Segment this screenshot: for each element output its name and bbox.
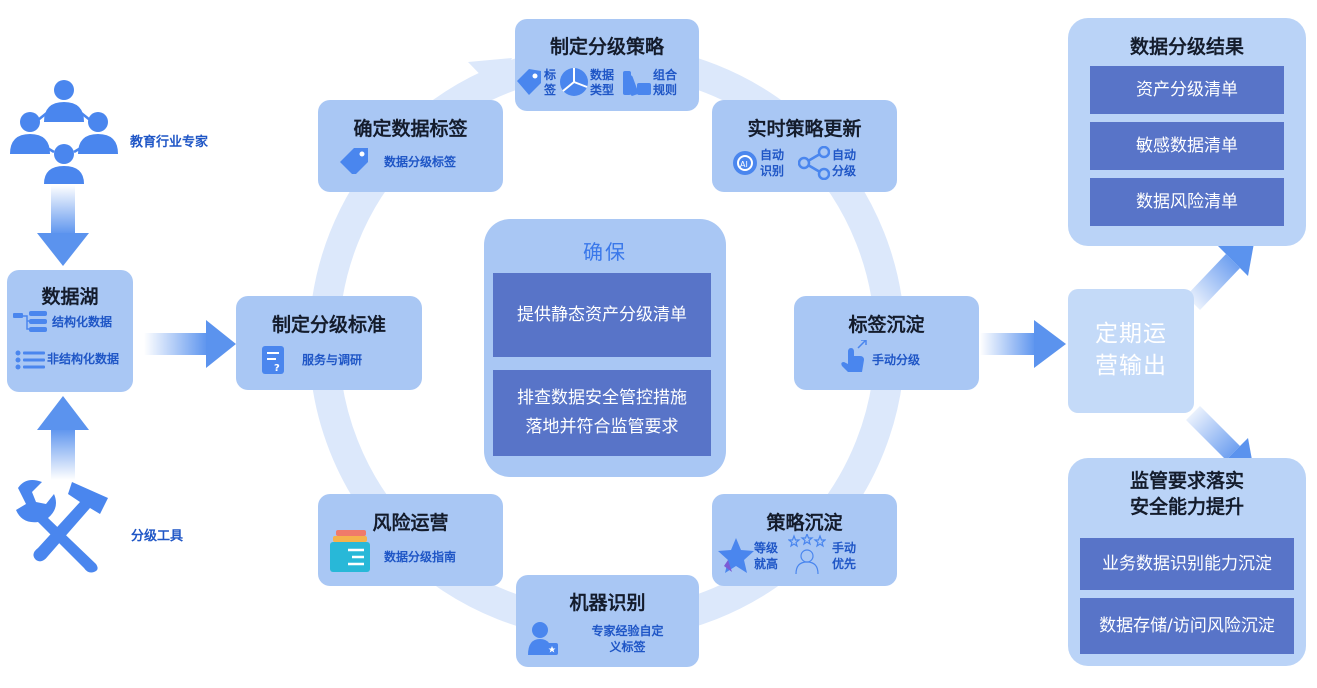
output-line1: 定期运 bbox=[1095, 321, 1167, 347]
regulation-title-line2: 安全能力提升 bbox=[1129, 496, 1244, 518]
ensure-item-2-line2: 落地并符合监管要求 bbox=[525, 417, 679, 437]
ensure-panel: 确保 提供静态资产分级清单 排查数据安全管控措施 落地并符合监管要求 bbox=[484, 219, 726, 477]
results-item-1: 资产分级清单 bbox=[1090, 66, 1284, 114]
experts-icon bbox=[10, 80, 118, 184]
results-item-3: 数据风险清单 bbox=[1090, 178, 1284, 226]
output-box: 定期运 营输出 bbox=[1068, 289, 1194, 413]
pie-chart-icon bbox=[560, 68, 588, 96]
structured-data-icon bbox=[13, 311, 47, 332]
deposit-sub: 手动分级 bbox=[872, 353, 921, 367]
ensure-item-2: 排查数据安全管控措施 落地并符合监管要求 bbox=[493, 370, 711, 456]
arrow-down bbox=[37, 185, 89, 266]
tools-label: 分级工具 bbox=[131, 529, 184, 544]
user-stars-icon bbox=[788, 534, 826, 574]
arrow-up bbox=[37, 396, 89, 480]
guide-stack-icon bbox=[330, 530, 370, 572]
strategy-title: 策略沉淀 bbox=[766, 512, 843, 534]
risk-box: 风险运营 数据分级指南 bbox=[318, 494, 503, 586]
ensure-item-2-line1: 排查数据安全管控措施 bbox=[517, 388, 687, 408]
update-item-1-line1: 自动 bbox=[760, 148, 785, 162]
machine-sub-line2: 义标签 bbox=[609, 640, 646, 654]
policy-item-1-line2: 签 bbox=[544, 83, 557, 97]
deposit-title: 标签沉淀 bbox=[848, 314, 925, 336]
risk-sub: 数据分级指南 bbox=[384, 550, 457, 564]
cycle-arrowhead bbox=[468, 58, 512, 92]
results-panel: 数据分级结果 资产分级清单 敏感数据清单 数据风险清单 bbox=[1068, 18, 1306, 246]
update-item-1-line2: 识别 bbox=[760, 164, 785, 178]
tag-sub: 数据分级标签 bbox=[384, 155, 457, 169]
experts-label: 教育行业专家 bbox=[130, 135, 209, 150]
tag-box: 确定数据标签 数据分级标签 bbox=[318, 100, 503, 192]
risk-title: 风险运营 bbox=[372, 512, 449, 534]
document-question-icon: ? bbox=[262, 346, 284, 374]
svg-text:AI: AI bbox=[740, 160, 748, 169]
output-line2: 营输出 bbox=[1095, 353, 1167, 379]
standard-title: 制定分级标准 bbox=[271, 314, 386, 336]
results-item-2: 敏感数据清单 bbox=[1090, 122, 1284, 170]
structured-data-label: 结构化数据 bbox=[52, 315, 113, 329]
ensure-title: 确保 bbox=[583, 240, 627, 264]
tag-icon bbox=[517, 69, 541, 95]
policy-item-3-line2: 规则 bbox=[653, 83, 678, 97]
star-icon bbox=[718, 538, 754, 573]
policy-item-2-line2: 类型 bbox=[590, 83, 615, 97]
regulation-panel: 监管要求落实 安全能力提升 业务数据识别能力沉淀 数据存储/访问风险沉淀 bbox=[1068, 458, 1306, 666]
data-lake-title: 数据湖 bbox=[41, 286, 99, 308]
strategy-item-1-line2: 就高 bbox=[754, 557, 779, 571]
palette-icon bbox=[623, 71, 651, 96]
expert-badge-icon bbox=[528, 622, 558, 655]
machine-sub-line1: 专家经验自定 bbox=[591, 624, 664, 638]
strategy-item-2-line2: 优先 bbox=[832, 557, 857, 571]
policy-box: 制定分级策略 标 签 数据 类型 组合 规则 bbox=[515, 19, 699, 111]
share-icon bbox=[798, 146, 830, 180]
svg-text:?: ? bbox=[274, 363, 280, 374]
ai-chip-icon: AI bbox=[733, 151, 757, 175]
machine-title: 机器识别 bbox=[569, 592, 646, 614]
regulation-item-1: 业务数据识别能力沉淀 bbox=[1080, 538, 1294, 590]
update-item-2-line1: 自动 bbox=[832, 148, 857, 162]
standard-sub: 服务与调研 bbox=[302, 353, 363, 367]
machine-box: 机器识别 专家经验自定 义标签 bbox=[516, 575, 699, 667]
standard-box: 制定分级标准 ? 服务与调研 bbox=[236, 296, 422, 390]
strategy-box: 策略沉淀 等级 就高 手动 优先 bbox=[712, 494, 897, 586]
regulation-title-line1: 监管要求落实 bbox=[1129, 470, 1244, 492]
deposit-box: 标签沉淀 手动分级 bbox=[794, 296, 979, 390]
policy-item-3-line1: 组合 bbox=[653, 68, 678, 82]
update-box: 实时策略更新 AI 自动 识别 自动 分级 bbox=[712, 100, 897, 192]
strategy-item-1-line1: 等级 bbox=[754, 541, 779, 555]
tools-icon bbox=[16, 480, 108, 573]
update-title: 实时策略更新 bbox=[747, 118, 862, 140]
ensure-item-1: 提供静态资产分级清单 bbox=[493, 273, 711, 357]
tag-title: 确定数据标签 bbox=[353, 118, 468, 140]
arrow-right-1 bbox=[144, 320, 236, 368]
unstructured-data-label: 非结构化数据 bbox=[47, 352, 120, 366]
strategy-item-2-line1: 手动 bbox=[832, 541, 857, 555]
results-title: 数据分级结果 bbox=[1129, 36, 1244, 58]
regulation-item-2: 数据存储/访问风险沉淀 bbox=[1080, 598, 1294, 654]
data-lake-box: 数据湖 结构化数据 非结构化数据 bbox=[7, 270, 133, 392]
list-icon bbox=[15, 350, 45, 370]
hand-click-icon bbox=[841, 340, 867, 372]
arrow-right-2 bbox=[980, 320, 1066, 368]
policy-item-1-line1: 标 bbox=[544, 68, 557, 82]
policy-title: 制定分级策略 bbox=[549, 36, 664, 58]
policy-item-2-line1: 数据 bbox=[590, 68, 615, 82]
tag-icon bbox=[340, 148, 368, 174]
update-item-2-line2: 分级 bbox=[832, 164, 857, 178]
